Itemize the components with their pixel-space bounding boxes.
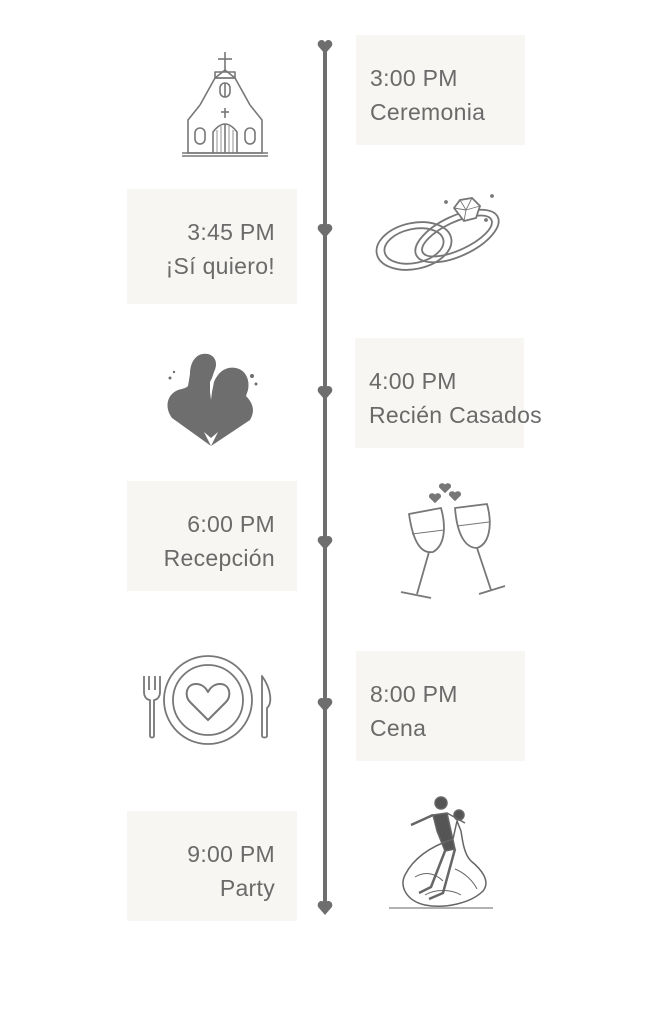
event-card-si-quiero: 3:45 PM ¡Sí quiero! [127,189,297,304]
event-label: Recién Casados [369,402,542,428]
timeline-heart-marker [317,40,333,54]
event-time: 4:00 PM [369,368,457,394]
event-time: 8:00 PM [370,681,458,707]
event-time: 9:00 PM [187,841,275,867]
dancing-couple-icon [385,795,495,913]
dinner-plate-icon [140,654,275,746]
event-label: Cena [370,715,427,741]
event-label: Party [219,875,275,901]
timeline-heart-marker [317,698,333,712]
timeline-heart-marker [317,224,333,238]
event-card-party: 9:00 PM Party [127,811,297,921]
wedding-rings-icon [372,188,507,283]
event-time: 3:00 PM [370,65,458,91]
church-icon [180,50,270,158]
event-time: 6:00 PM [187,511,275,537]
event-time: 3:45 PM [187,219,275,245]
champagne-toast-icon [395,482,510,602]
event-card-recepcion: 6:00 PM Recepción [127,481,297,591]
event-card-recien-casados: 4:00 PM Recién Casados [355,338,542,448]
kissing-couple-icon [164,348,259,448]
timeline-heart-marker [317,901,333,915]
timeline-heart-marker [317,386,333,400]
event-label: Recepción [163,545,275,571]
timeline-heart-marker [317,536,333,550]
event-card-cena: 8:00 PM Cena [356,651,525,761]
timeline-line [323,46,327,908]
event-label: ¡Sí quiero! [165,253,275,279]
event-label: Ceremonia [370,99,486,125]
event-card-ceremonia: 3:00 PM Ceremonia [356,35,525,145]
